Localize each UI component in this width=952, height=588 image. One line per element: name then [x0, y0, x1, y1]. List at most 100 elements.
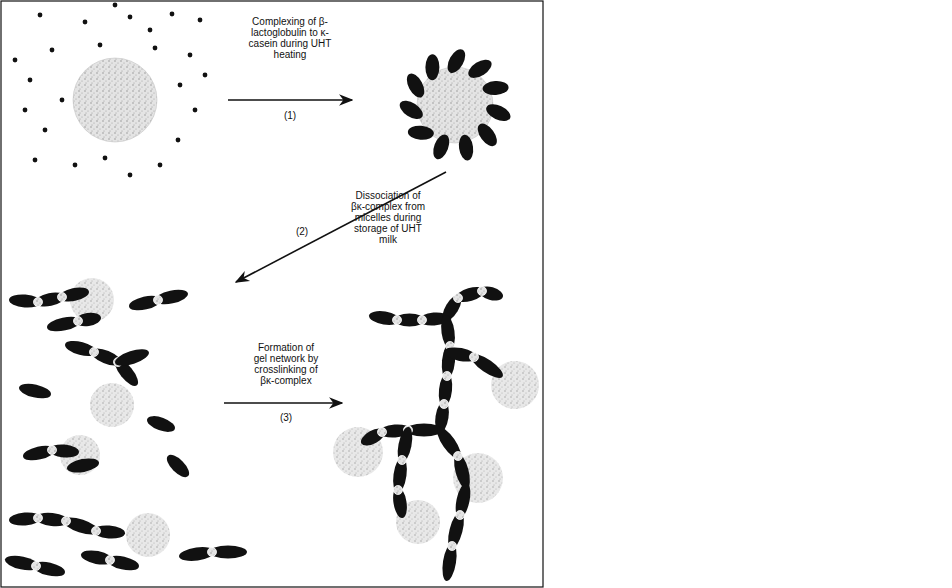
kappa-casein-spot — [34, 298, 43, 307]
protein-complex — [154, 287, 190, 307]
protein-complex — [482, 80, 509, 96]
whey-protein-dot — [178, 83, 183, 88]
protein-complex — [477, 284, 504, 303]
protein-complex — [433, 424, 465, 462]
whey-protein-dot — [158, 163, 163, 168]
kappa-casein-spot — [62, 517, 71, 526]
whey-protein-dot — [13, 58, 18, 63]
kappa-casein-spot — [90, 348, 99, 357]
whey-protein-dot — [50, 48, 55, 53]
protein-complex — [368, 309, 401, 327]
protein-complex — [391, 456, 409, 494]
protein-complex — [163, 451, 192, 480]
complex-chain — [46, 311, 102, 334]
process-arrow — [228, 99, 352, 101]
whey-protein-dot — [198, 18, 203, 23]
whey-protein-dot — [43, 128, 48, 133]
whey-protein-dot — [113, 3, 118, 8]
complex-chain — [80, 548, 141, 573]
protein-complex — [61, 514, 101, 538]
kappa-casein-spot — [393, 316, 402, 325]
protein-complex — [397, 97, 426, 123]
kappa-casein-spot — [454, 452, 463, 461]
complex-chain — [9, 511, 126, 539]
whey-protein-dot — [128, 173, 133, 178]
whey-protein-dot — [148, 28, 153, 33]
whey-protein-dot — [38, 13, 43, 18]
protein-complex — [437, 372, 454, 407]
whey-protein-dot — [103, 156, 108, 161]
complex-chain — [128, 287, 190, 313]
protein-complex — [145, 413, 177, 435]
protein-complex — [445, 510, 467, 550]
complex-chain — [22, 443, 80, 463]
step-description: Dissociation of βκ-complex from micelles… — [351, 190, 426, 245]
complex-chain — [163, 451, 192, 480]
complex-chain — [443, 345, 506, 382]
protein-complex — [128, 293, 163, 313]
step-description: Formation of gel network by crosslinking… — [251, 342, 321, 386]
protein-complex — [443, 345, 478, 364]
step-number: (2) — [287, 226, 317, 237]
kappa-casein-spot — [208, 548, 217, 557]
whey-protein-dot — [98, 43, 103, 48]
protein-complex — [407, 125, 434, 141]
kappa-casein-spot — [470, 353, 479, 362]
protein-complex — [425, 54, 439, 80]
protein-complex — [457, 134, 474, 162]
kappa-casein-spot — [34, 514, 43, 523]
kappa-casein-spot — [454, 294, 463, 303]
kappa-casein-spot — [154, 296, 163, 305]
protein-complex — [46, 314, 83, 334]
whey-protein-dot — [60, 98, 65, 103]
micelle-remnant — [90, 383, 134, 427]
protein-complex — [106, 553, 141, 573]
dissociated-complexes — [4, 278, 247, 579]
kappa-casein-spot — [92, 527, 101, 536]
kappa-casein-spot — [418, 316, 427, 325]
step-description: Complexing of β-lactoglobulin to κ-casei… — [243, 16, 337, 60]
protein-complex — [474, 120, 501, 149]
frame-border — [1, 1, 543, 587]
process-arrow — [236, 172, 446, 282]
protein-complex — [391, 486, 409, 519]
complex-chain — [433, 424, 473, 491]
micelle-remnant — [126, 513, 170, 557]
kappa-casein-spot — [440, 400, 449, 409]
complex-chain — [178, 545, 247, 563]
protein-complex — [74, 311, 102, 328]
whey-protein-dot — [33, 158, 38, 163]
complex-chain — [18, 381, 53, 401]
complex-chain — [145, 413, 177, 435]
protein-complex — [66, 456, 100, 475]
kappa-casein-spot — [443, 372, 452, 381]
whey-protein-dot — [128, 15, 133, 20]
kappa-casein-spot — [398, 456, 407, 465]
protein-complex — [465, 56, 494, 82]
kappa-casein-spot — [74, 317, 83, 326]
complex-chain — [113, 346, 151, 369]
step-number: (1) — [275, 110, 305, 121]
kappa-casein-spot — [58, 293, 67, 302]
gel-network — [333, 284, 539, 582]
protein-complex — [89, 345, 124, 369]
protein-complex — [358, 425, 388, 449]
kappa-casein-spot — [456, 511, 465, 520]
whey-protein-dot — [188, 53, 193, 58]
kappa-casein-spot — [478, 287, 487, 296]
protein-complex — [113, 346, 151, 369]
protein-complex — [451, 451, 473, 490]
protein-complex — [34, 511, 69, 528]
complex-chain — [433, 314, 457, 434]
process-arrow — [224, 402, 342, 404]
protein-complex — [468, 350, 506, 382]
complex-chain — [368, 309, 450, 327]
complex-chain — [440, 482, 473, 582]
protein-complex — [439, 314, 457, 350]
protein-complex — [34, 290, 67, 309]
protein-complex — [18, 381, 53, 401]
complex-chain — [391, 426, 415, 519]
protein-complex — [80, 548, 114, 567]
